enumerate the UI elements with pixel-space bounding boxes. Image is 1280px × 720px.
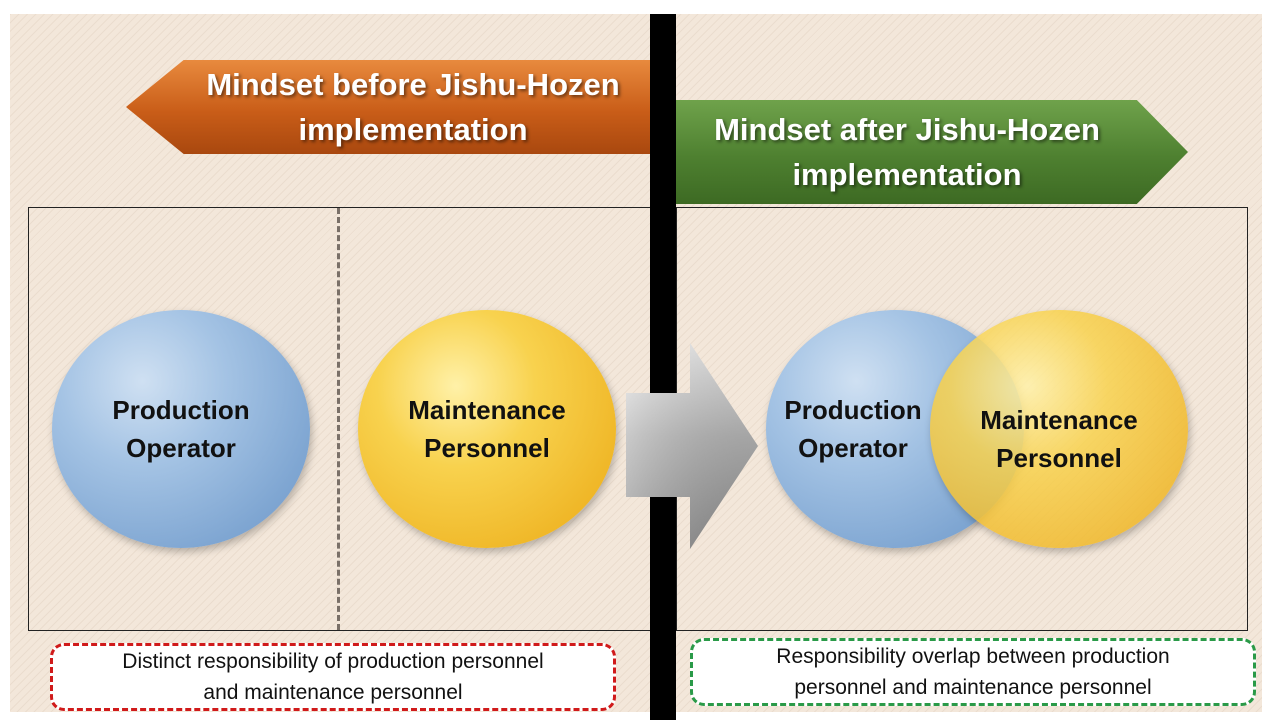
responsibility-separator [337, 208, 340, 630]
right-arrow-icon [626, 343, 758, 549]
circle-label-line1: Production [784, 395, 922, 425]
after-banner-line2: implementation [792, 157, 1022, 192]
distinct-responsibility-note: Distinct responsibility of production pe… [50, 643, 616, 711]
circle-label-line2: Operator [126, 433, 236, 463]
note-line2: personnel and maintenance personnel [794, 676, 1152, 699]
before-banner-label: Mindset before Jishu-Hozen implementatio… [206, 67, 620, 147]
maintenance-personnel-circle: Maintenance Personnel [358, 310, 616, 548]
before-after-divider [650, 14, 676, 720]
responsibility-overlap-note: Responsibility overlap between productio… [690, 638, 1256, 706]
note-line1: Responsibility overlap between productio… [776, 645, 1170, 668]
circle-label-line2: Personnel [424, 433, 550, 463]
production-operator-circle: Production Operator [52, 310, 310, 548]
circle-label-line2: Personnel [996, 443, 1122, 473]
circle-label-line1: Maintenance [980, 405, 1138, 435]
after-banner: Mindset after Jishu-Hozen implementation [676, 100, 1188, 204]
circle-label-line1: Production [112, 395, 250, 425]
circle-label-line2: Operator [798, 433, 908, 463]
maintenance-personnel-circle-after: Maintenance Personnel [930, 310, 1188, 548]
note-line2: and maintenance personnel [203, 681, 463, 704]
after-banner-line1: Mindset after Jishu-Hozen [714, 112, 1100, 147]
note-line1: Distinct responsibility of production pe… [122, 650, 544, 673]
circle-label-line1: Maintenance [408, 395, 566, 425]
before-banner: Mindset before Jishu-Hozen implementatio… [126, 60, 650, 154]
